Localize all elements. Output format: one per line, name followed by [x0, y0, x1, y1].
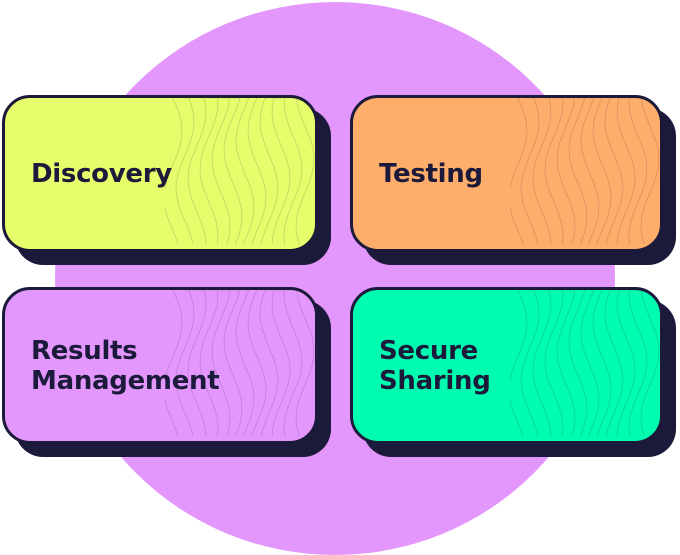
card-secure-sharing: Secure Sharing [350, 287, 663, 444]
card-label-results-management: Results Management [31, 335, 220, 396]
wave-pattern-icon [165, 98, 315, 245]
background-circle [55, 2, 615, 555]
card-testing: Testing [350, 95, 663, 252]
wave-pattern-icon [165, 290, 315, 437]
wave-pattern-icon [510, 98, 660, 245]
card-discovery: Discovery [2, 95, 318, 252]
card-label-testing: Testing [379, 158, 483, 189]
wave-pattern-icon [510, 290, 660, 437]
card-label-secure-sharing: Secure Sharing [379, 335, 491, 396]
card-label-discovery: Discovery [31, 158, 172, 189]
card-results-management: Results Management [2, 287, 318, 444]
